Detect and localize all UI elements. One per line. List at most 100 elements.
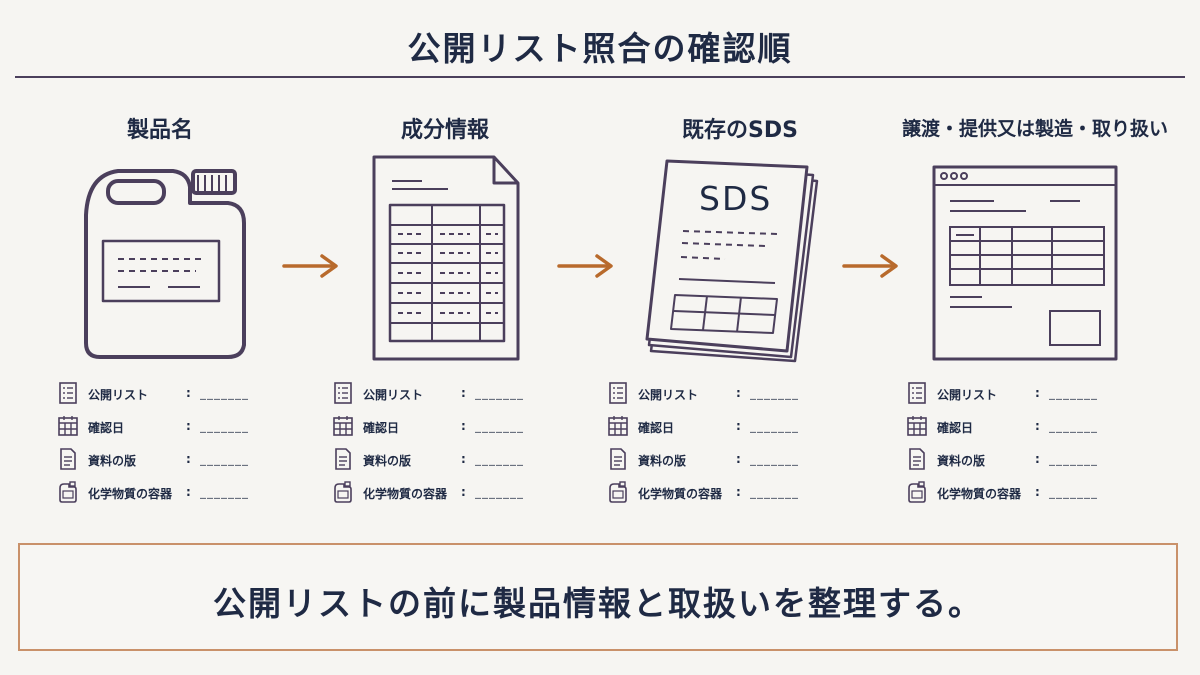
info-blank-field[interactable]: _______ [200, 452, 249, 466]
calendar-icon [58, 416, 78, 436]
document-icon [60, 448, 76, 470]
list-icon [334, 382, 352, 404]
container-icon [609, 481, 627, 503]
info-colon: : [736, 419, 741, 433]
info-row-check-date: 確認日 : _______ [333, 413, 573, 446]
info-label: 確認日 [88, 421, 125, 435]
info-blank-field[interactable]: _______ [200, 386, 249, 400]
info-row-public-list: 公開リスト : _______ [58, 380, 298, 413]
info-row-public-list: 公開リスト : _______ [907, 380, 1147, 413]
info-label: 資料の版 [88, 454, 137, 468]
document-icon [610, 448, 626, 470]
info-label: 資料の版 [937, 454, 986, 468]
info-label: 資料の版 [363, 454, 412, 468]
info-row-check-date: 確認日 : _______ [608, 413, 848, 446]
info-row-check-date: 確認日 : _______ [58, 413, 298, 446]
info-label: 公開リスト [937, 388, 998, 402]
info-colon: : [461, 386, 466, 400]
info-row-document-version: 資料の版 : _______ [608, 446, 848, 479]
info-blank-field[interactable]: _______ [200, 419, 249, 433]
info-row-check-date: 確認日 : _______ [907, 413, 1147, 446]
info-label: 確認日 [937, 421, 974, 435]
info-blank-field[interactable]: _______ [475, 386, 524, 400]
info-blank-field[interactable]: _______ [1049, 452, 1098, 466]
info-label: 確認日 [363, 421, 400, 435]
info-colon: : [736, 386, 741, 400]
info-blank-field[interactable]: _______ [1049, 485, 1098, 499]
list-icon [609, 382, 627, 404]
info-colon: : [461, 452, 466, 466]
container-icon [908, 481, 926, 503]
ingredient-table-document-icon [372, 155, 520, 361]
list-icon [908, 382, 926, 404]
info-colon: : [1035, 386, 1040, 400]
container-icon [334, 481, 352, 503]
info-label: 資料の版 [638, 454, 687, 468]
info-label: 公開リスト [638, 388, 699, 402]
info-fields-ingredients: 公開リスト : _______ 確認日 : _______ 資料の版 : ___… [333, 380, 573, 512]
info-label: 化学物質の容器 [638, 487, 723, 501]
step-title-transfer-handling: 譲渡・提供又は製造・取り扱い [901, 118, 1168, 140]
info-colon: : [186, 419, 191, 433]
arrow-right-icon [557, 254, 613, 278]
container-icon [59, 481, 77, 503]
info-label: 化学物質の容器 [363, 487, 448, 501]
info-colon: : [186, 386, 191, 400]
info-row-document-version: 資料の版 : _______ [907, 446, 1147, 479]
browser-window-form-icon [932, 165, 1118, 361]
document-icon [335, 448, 351, 470]
step-title-existing-sds: 既存のSDS [682, 118, 798, 143]
info-colon: : [461, 419, 466, 433]
step-title-product-name: 製品名 [126, 118, 193, 143]
info-colon: : [1035, 452, 1040, 466]
info-fields-sds: 公開リスト : _______ 確認日 : _______ 資料の版 : ___… [608, 380, 848, 512]
document-icon [909, 448, 925, 470]
step-title-ingredient-info: 成分情報 [400, 118, 489, 143]
info-label: 公開リスト [363, 388, 424, 402]
calendar-icon [333, 416, 353, 436]
calendar-icon [608, 416, 628, 436]
info-blank-field[interactable]: _______ [750, 485, 799, 499]
info-blank-field[interactable]: _______ [475, 452, 524, 466]
info-row-document-version: 資料の版 : _______ [333, 446, 573, 479]
info-row-document-version: 資料の版 : _______ [58, 446, 298, 479]
info-blank-field[interactable]: _______ [475, 419, 524, 433]
sds-document-stack-icon: SDS [645, 159, 819, 363]
info-label: 化学物質の容器 [88, 487, 173, 501]
info-row-public-list: 公開リスト : _______ [608, 380, 848, 413]
info-blank-field[interactable]: _______ [1049, 386, 1098, 400]
info-blank-field[interactable]: _______ [750, 452, 799, 466]
info-label: 化学物質の容器 [937, 487, 1022, 501]
info-fields-product: 公開リスト : _______ 確認日 : _______ 資料の版 : ___… [58, 380, 298, 512]
summary-note-text: 公開リストの前に製品情報と取扱いを整理する。 [213, 584, 983, 623]
info-row-chemical-container: 化学物質の容器 : _______ [58, 479, 298, 512]
sds-label: SDS [699, 179, 772, 218]
arrow-right-icon [842, 254, 898, 278]
info-blank-field[interactable]: _______ [200, 485, 249, 499]
info-label: 公開リスト [88, 388, 149, 402]
info-blank-field[interactable]: _______ [750, 386, 799, 400]
jerry-can-icon [84, 169, 246, 359]
info-blank-field[interactable]: _______ [1049, 419, 1098, 433]
info-colon: : [186, 452, 191, 466]
info-colon: : [1035, 419, 1040, 433]
info-blank-field[interactable]: _______ [750, 419, 799, 433]
info-row-chemical-container: 化学物質の容器 : _______ [907, 479, 1147, 512]
info-colon: : [736, 485, 741, 499]
summary-note-box: 公開リストの前に製品情報と取扱いを整理する。 [18, 543, 1178, 651]
info-fields-transfer: 公開リスト : _______ 確認日 : _______ 資料の版 : ___… [907, 380, 1147, 512]
info-colon: : [1035, 485, 1040, 499]
info-row-chemical-container: 化学物質の容器 : _______ [608, 479, 848, 512]
info-colon: : [461, 485, 466, 499]
title-divider [15, 76, 1185, 78]
arrow-right-icon [282, 254, 338, 278]
page-title: 公開リスト照合の確認順 [407, 29, 793, 68]
info-row-chemical-container: 化学物質の容器 : _______ [333, 479, 573, 512]
info-row-public-list: 公開リスト : _______ [333, 380, 573, 413]
info-label: 確認日 [638, 421, 675, 435]
list-icon [59, 382, 77, 404]
info-colon: : [736, 452, 741, 466]
info-blank-field[interactable]: _______ [475, 485, 524, 499]
info-colon: : [186, 485, 191, 499]
calendar-icon [907, 416, 927, 436]
